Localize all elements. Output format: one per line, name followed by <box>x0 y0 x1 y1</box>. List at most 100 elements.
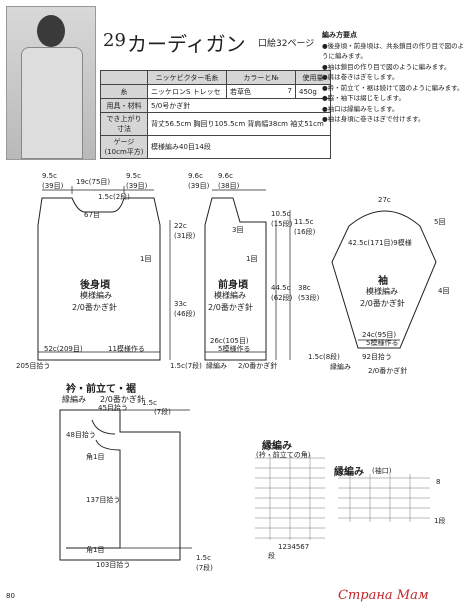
collar-bottom-dim: 1.5c <box>196 554 211 562</box>
sleeve-stitch: 模様編み <box>366 287 398 296</box>
sleeve-pickup: 92目拾う <box>362 353 392 361</box>
row-label-tools: 用具・材料 <box>100 98 148 113</box>
back-shoulder-right-dim: 9.5c <box>126 172 141 180</box>
back-neck-dim: 19c(75目) <box>76 178 111 186</box>
collar-piece-name: 衿・前立て・裾 <box>66 384 136 395</box>
instruction-item: ●袖は身頃に巻きはぎで付けます。 <box>322 115 425 123</box>
page-number: 80 <box>6 592 15 600</box>
back-shoulder-left-dim: 9.5c <box>42 172 57 180</box>
front-shoulder-sts-1: (39目) <box>188 182 210 190</box>
collar-bottom-rows: (7段) <box>196 564 213 572</box>
cuff-chart-row-bottom: 1段 <box>434 517 446 525</box>
collar-chart-subtitle: (衿・前立ての角) <box>256 451 311 459</box>
front-hem-pattern: 5模様作る <box>218 345 251 353</box>
back-armhole-rows: (31段) <box>174 232 196 240</box>
collar-stitch: 縁編み <box>62 395 86 404</box>
collar-side-pickup: 48目拾う <box>66 431 96 439</box>
back-neck-rows: 1.5c(2段) <box>98 193 130 201</box>
sleeve-dec-count: 4回 <box>438 287 450 295</box>
pattern-number: 29 <box>103 30 126 51</box>
back-shoulder-left-sts: (39目) <box>42 182 64 190</box>
sleeve-width-dim: 42.5c(171目)9模様 <box>348 239 412 247</box>
collar-chart-title: 縁編み <box>262 441 292 452</box>
front-neck-dim: 10.5c <box>271 210 291 218</box>
instructions: 編み方要点 ●後身頃・前身頃は、共糸鎖目の作り目で図のように編みます。 ●袖は鎖… <box>322 30 468 125</box>
collar-front-pickup: 137目拾う <box>86 496 121 504</box>
back-neck-sts: 67目 <box>84 211 100 219</box>
collar-inner <box>91 419 116 435</box>
back-body-outline <box>37 197 161 361</box>
watermark: Страна Мам <box>338 588 429 603</box>
front-edge-stitch: 縁編み <box>206 362 227 370</box>
front-body-dim: 38c <box>298 284 311 292</box>
front-shoulder-dim-2: 9.6c <box>218 172 233 180</box>
cuff-chart-title: 縁編み <box>334 467 364 478</box>
back-body-dim: 33c <box>174 300 187 308</box>
sleeve-piece-name: 袖 <box>378 276 388 287</box>
collar-chart-grid <box>255 455 325 540</box>
collar-neck-pickup: 45目拾う <box>98 404 128 412</box>
gauge-value: 模様編み40目14段 <box>147 135 331 159</box>
front-piece-name: 前身頃 <box>218 280 248 291</box>
back-piece-name: 後身頃 <box>80 280 110 291</box>
sleeve-needle: 2/0番かぎ針 <box>360 299 405 308</box>
back-needle: 2/0番かぎ針 <box>72 303 117 312</box>
row-label-gauge: ゲージ(10cm平方) <box>100 135 148 159</box>
sleeve-outline <box>331 210 437 349</box>
collar-corner-1: 角1目 <box>86 453 105 461</box>
size-value: 背丈56.5cm 胸回り105.5cm 背肩幅38cm 袖丈51cm <box>147 112 331 136</box>
front-body-rows: (53段) <box>298 294 320 302</box>
back-hem-dim: 52c(209目) <box>44 345 83 353</box>
front-shoulder-dim-1: 9.6c <box>188 172 203 180</box>
front-armhole-count: 1回 <box>246 255 258 263</box>
collar-chart-row-label: 段 <box>268 552 275 560</box>
front-neck-rows: (15段) <box>271 220 293 228</box>
back-armhole-dim: 22c <box>174 222 187 230</box>
col-yarn: ニッケビクター毛糸 <box>147 70 227 85</box>
cuff-chart-subtitle: (袖口) <box>372 467 392 475</box>
front-body-outline <box>204 197 267 361</box>
instructions-heading: 編み方要点 <box>322 31 357 39</box>
model-body <box>21 47 83 159</box>
back-armhole-count: 1回 <box>140 255 152 263</box>
collar-corner-2: 角1目 <box>86 546 105 554</box>
front-edge-needle: 2/0番かぎ針 <box>238 362 278 370</box>
collar-chart-rows: 1234567 <box>278 543 310 551</box>
col-amount: 使用量 <box>295 70 331 85</box>
cuff-chart-grid <box>338 474 430 522</box>
back-edge-rows: 1.5c(7段) <box>170 362 202 370</box>
model-photo <box>6 6 96 160</box>
collar-needle: 2/0番かぎ針 <box>100 395 145 404</box>
front-length-rows: (62段) <box>271 294 293 302</box>
sleeve-edge-needle: 2/0番かぎ針 <box>368 367 408 375</box>
pattern-title: カーディガン <box>127 32 246 56</box>
collar-inner-2 <box>66 439 121 549</box>
collar-top-dim: 1.5c <box>142 399 157 407</box>
row-label-size: でき上がり寸法 <box>100 112 148 136</box>
sleeve-cuff-pattern: 5模様作る <box>366 339 399 347</box>
front-armhole-dim: 11.5c <box>294 218 314 226</box>
front-edge-rows: 1.5c(8段) <box>308 353 340 361</box>
sleeve-cuff-dim: 24c(95目) <box>362 331 397 339</box>
front-needle: 2/0番かぎ針 <box>208 303 253 312</box>
front-armhole-rows: (16段) <box>294 228 316 236</box>
back-body-rows: (46段) <box>174 310 196 318</box>
model-head <box>37 15 65 47</box>
back-stitch: 模様編み <box>80 291 112 300</box>
back-pickup: 205目拾う <box>16 362 51 370</box>
instruction-item: ●袖は鎖目の作り目で図のように編みます。 <box>322 62 451 71</box>
front-shoulder-sts-2: (38目) <box>218 182 240 190</box>
back-hem-pattern: 11模様作る <box>108 345 145 353</box>
instruction-item: ●肩は巻きはぎをします。 <box>322 73 399 81</box>
instruction-item: ●後身頃・前身頃は、共糸鎖目の作り目で図のように編みます。 <box>322 41 465 61</box>
front-neck-count: 3回 <box>232 226 244 234</box>
cuff-chart-row-top: 8 <box>436 478 441 486</box>
sleeve-cap-dim: 27c <box>378 196 391 204</box>
front-stitch: 模様編み <box>214 291 246 300</box>
instruction-item: ●脇・袖下は綴じをします。 <box>322 94 406 102</box>
instruction-item: ●衿・前立て・裾は続けて図のように編みます。 <box>322 83 464 92</box>
photo-reference: 口絵32ページ <box>258 39 315 49</box>
collar-top-rows: (7段) <box>154 408 171 416</box>
